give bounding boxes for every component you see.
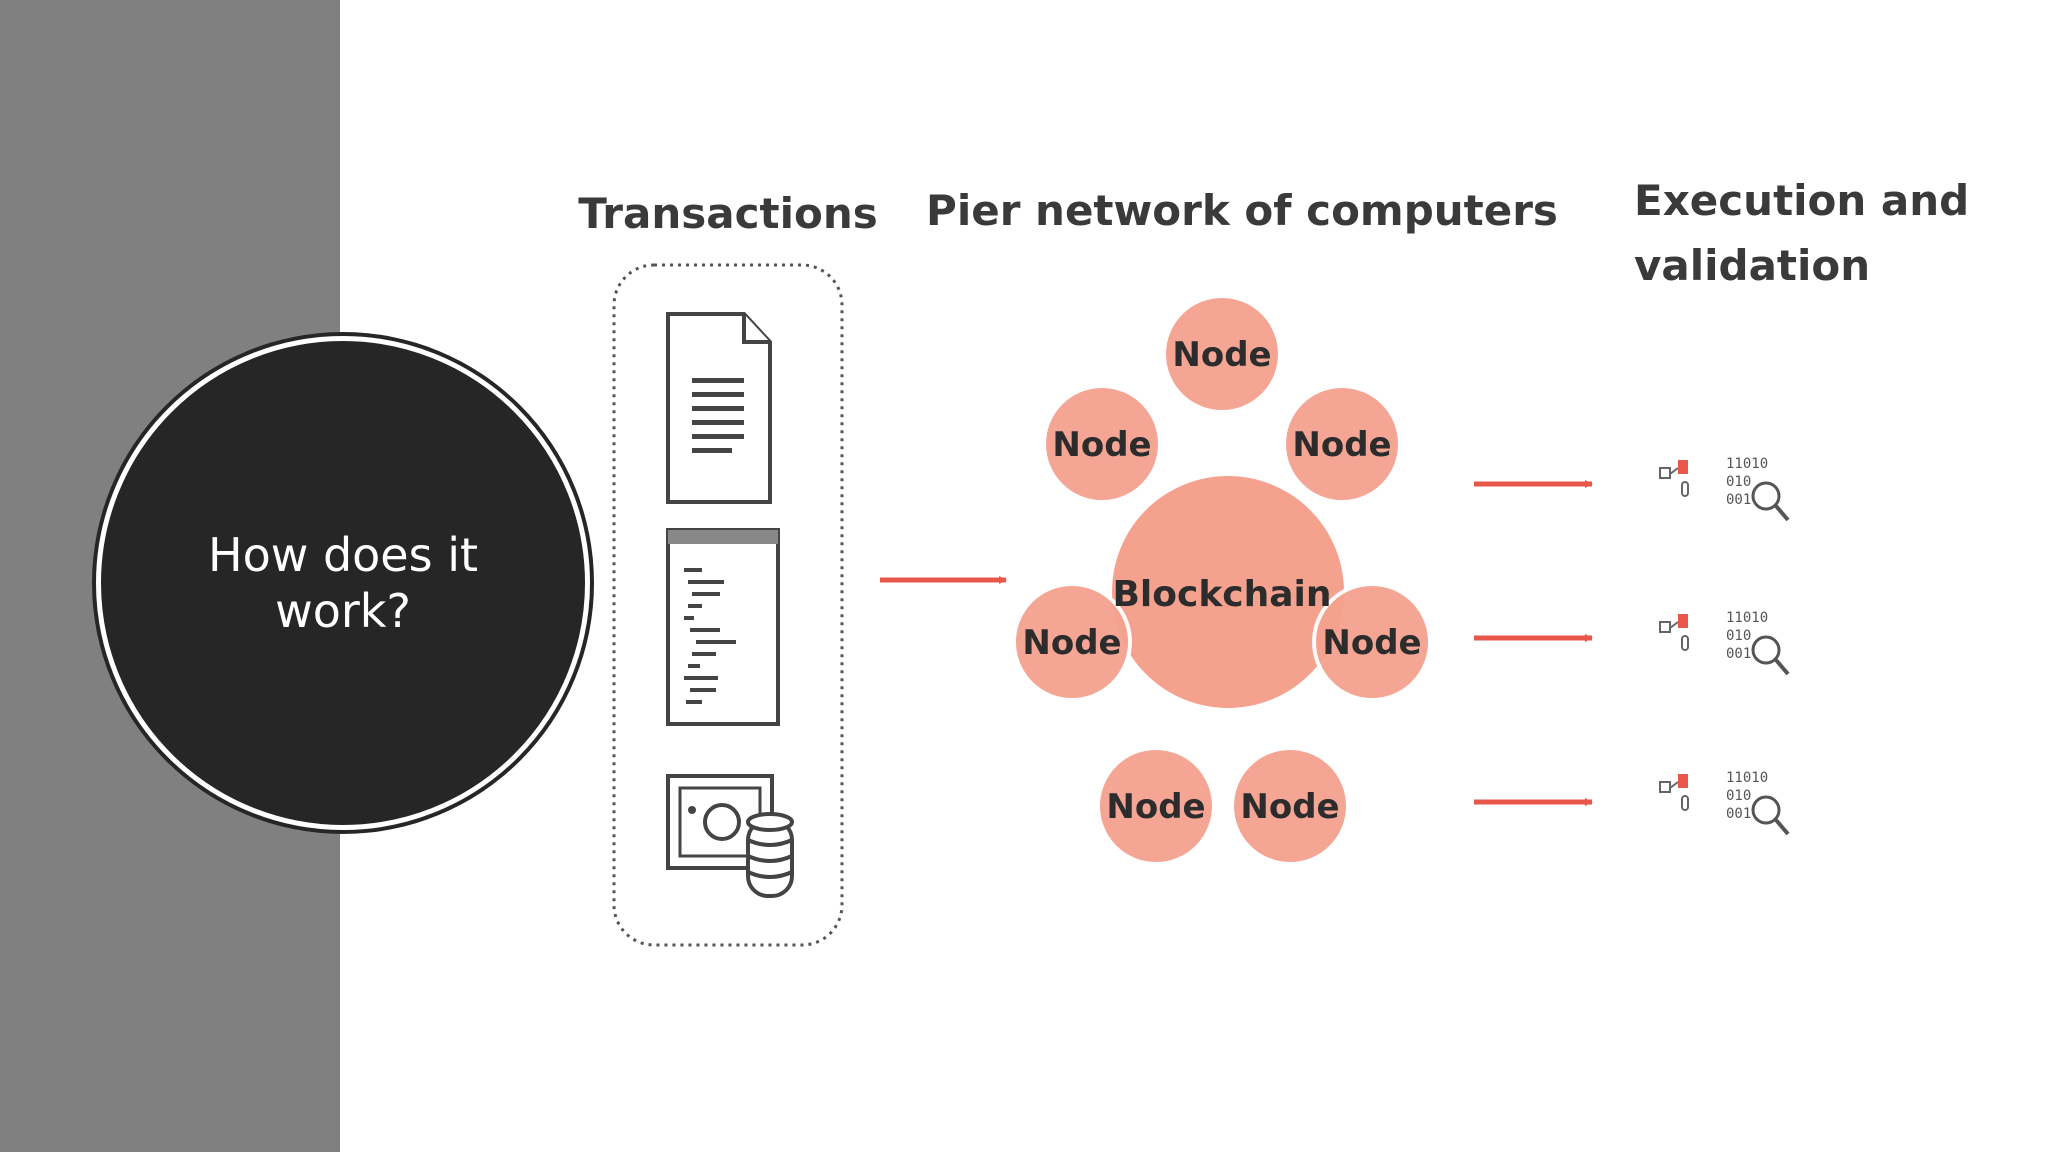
- blockchain-label: Blockchain: [1112, 574, 1331, 615]
- header-network: Pier network of computers: [926, 186, 1558, 235]
- svg-text:001: 001: [1726, 492, 1751, 508]
- svg-text:001: 001: [1726, 806, 1751, 822]
- peer-network: Blockchain Node Node Node Node Node Node…: [1012, 294, 1432, 866]
- node-label: Node: [1022, 623, 1121, 663]
- document-icon: [666, 312, 772, 504]
- node-label: Node: [1322, 623, 1421, 663]
- svg-text:11010: 11010: [1726, 610, 1768, 626]
- binary-search-icon: 11010 010 001: [1726, 770, 1790, 836]
- svg-text:11010: 11010: [1726, 770, 1768, 786]
- key-icon: [1659, 460, 1689, 497]
- slide-title: How does it work?: [207, 528, 479, 638]
- network-node: [1162, 294, 1282, 414]
- binary-search-icon: 11010 010 001: [1726, 456, 1790, 522]
- node-label: Node: [1240, 787, 1339, 827]
- key-icon: [1659, 774, 1689, 811]
- header-execution-line1: Execution and: [1634, 176, 1969, 225]
- svg-text:11010: 11010: [1726, 456, 1768, 472]
- title-circle: How does it work?: [96, 336, 590, 830]
- blockchain-center: [1112, 476, 1344, 708]
- header-transactions: Transactions: [578, 189, 877, 238]
- node-label: Node: [1292, 425, 1391, 465]
- validation-row: 11010 010 001: [1659, 770, 1790, 836]
- binary-search-icon: 11010 010 001: [1726, 610, 1790, 676]
- network-node: [1282, 384, 1402, 504]
- svg-text:010: 010: [1726, 788, 1751, 804]
- validation-row: 11010 010 001: [1659, 456, 1790, 522]
- key-icon: [1659, 614, 1689, 651]
- svg-text:010: 010: [1726, 628, 1751, 644]
- node-label: Node: [1172, 335, 1271, 375]
- validation-row: 11010 010 001: [1659, 610, 1790, 676]
- header-execution-line2: validation: [1634, 241, 1870, 290]
- network-node: [1012, 582, 1132, 702]
- network-node: [1042, 384, 1162, 504]
- code-listing-icon: [666, 528, 780, 726]
- node-label: Node: [1106, 787, 1205, 827]
- svg-text:001: 001: [1726, 646, 1751, 662]
- network-node: [1230, 746, 1350, 866]
- network-node: [1096, 746, 1216, 866]
- money-coins-icon: [666, 774, 794, 898]
- network-node: [1312, 582, 1432, 702]
- node-label: Node: [1052, 425, 1151, 465]
- transactions-container: [612, 263, 844, 947]
- svg-text:010: 010: [1726, 474, 1751, 490]
